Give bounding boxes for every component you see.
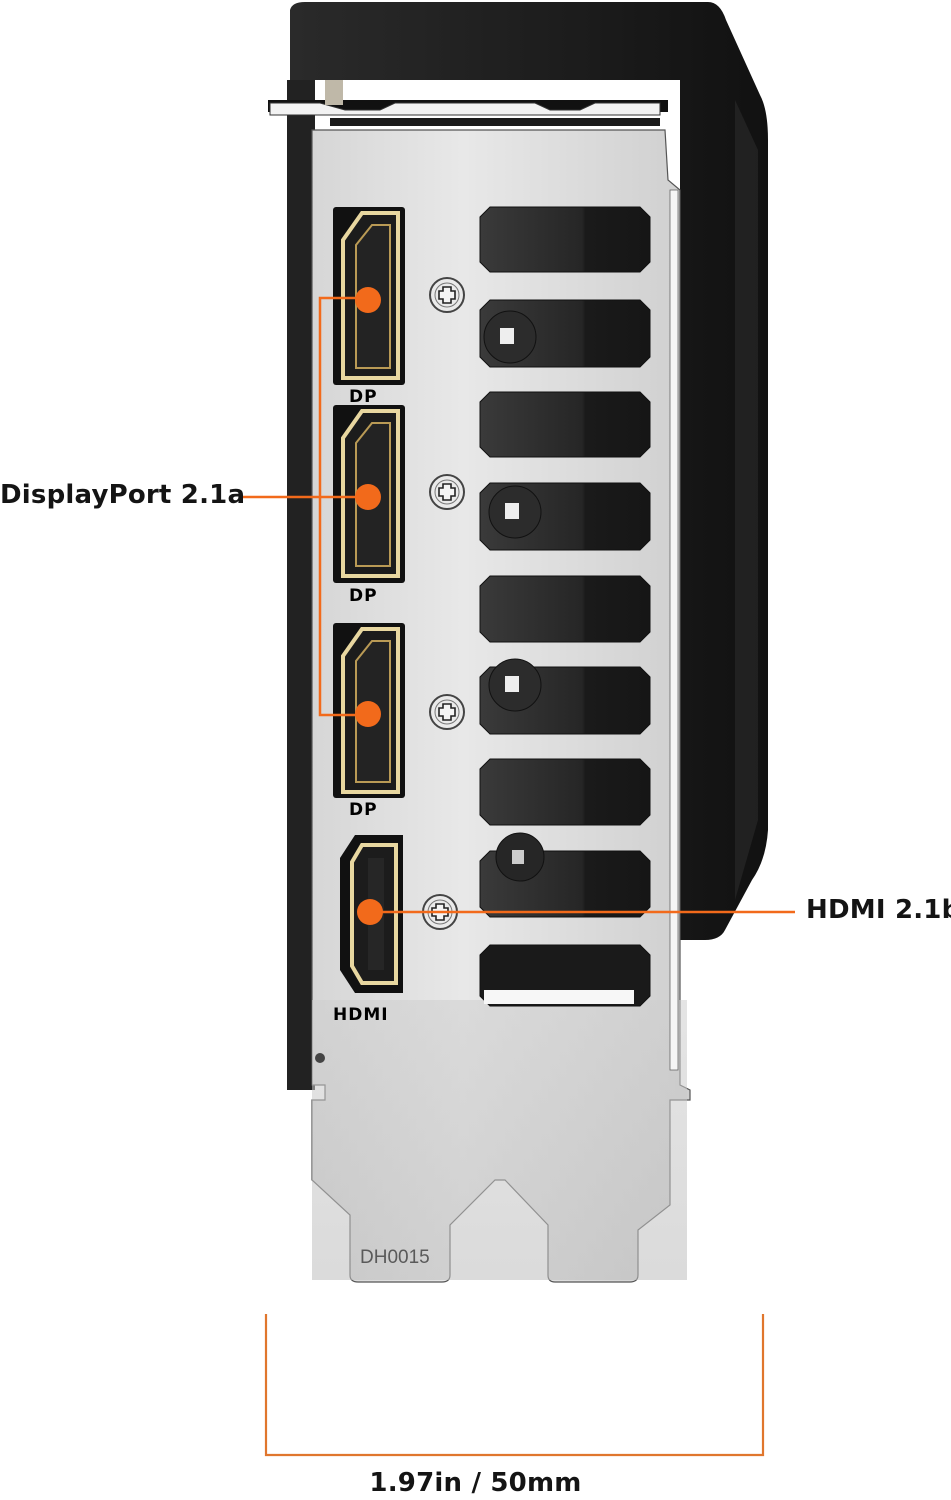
bracket-screws (422, 277, 465, 930)
displayport-label: DisplayPort 2.1a (0, 480, 246, 510)
callout-dot-icon (357, 899, 383, 925)
card-shroud (287, 2, 768, 1090)
callout-dot-icon (355, 287, 381, 313)
dp-silkscreen: DP (349, 586, 378, 606)
callout-dot-icon (355, 484, 381, 510)
hdmi-silkscreen: HDMI (333, 1005, 389, 1025)
screw-icon (429, 277, 465, 313)
hdmi-label: HDMI 2.1b (806, 895, 951, 925)
vent-slots (479, 206, 651, 1007)
screw-icon (429, 474, 465, 510)
dp-silkscreen: DP (349, 387, 378, 407)
part-number-stamp: DH0015 (360, 1247, 430, 1268)
callout-dot-icon (355, 701, 381, 727)
bracket-top-tab (268, 80, 668, 126)
screw-icon (429, 694, 465, 730)
dimension-bracket (264, 1314, 765, 1457)
displayport-callout-lines (240, 296, 368, 717)
dp-silkscreen: DP (349, 800, 378, 820)
width-dimension-label: 1.97in / 50mm (369, 1468, 582, 1498)
